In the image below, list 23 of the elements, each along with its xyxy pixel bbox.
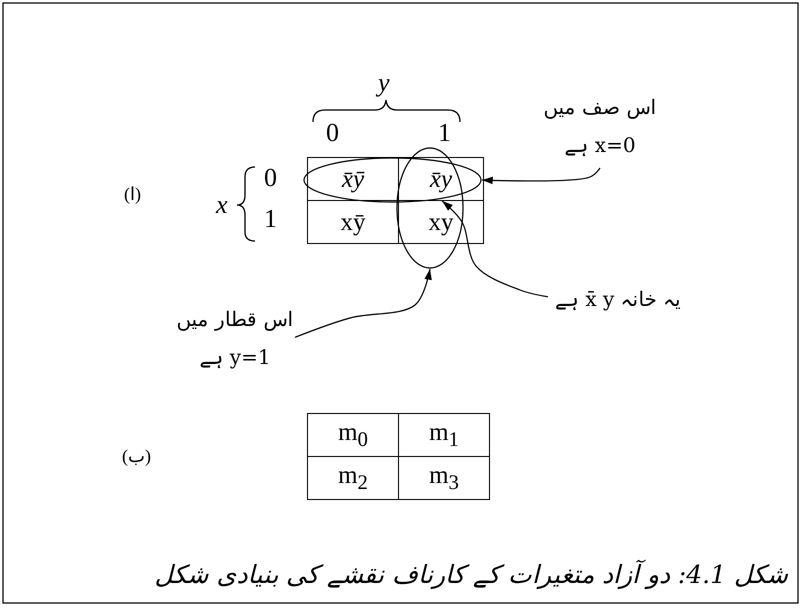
part-label: (ا) bbox=[124, 185, 141, 203]
part-label: (ب) bbox=[122, 447, 151, 465]
axis-value: 0 bbox=[264, 165, 277, 191]
leader-arrow bbox=[482, 168, 600, 184]
axis-value: 1 bbox=[264, 206, 277, 232]
table-cell: xy bbox=[398, 200, 484, 244]
leader-arrow bbox=[294, 268, 432, 338]
table-cell: m$_{0}$ bbox=[307, 413, 399, 457]
callout-text: اس صف میں x=0 ہے bbox=[542, 94, 658, 159]
leader-arrow bbox=[442, 200, 548, 298]
callout-text: یہ خانہ x̄ y ہے bbox=[554, 286, 682, 313]
table-cell: m$_{2}$ bbox=[307, 456, 399, 500]
variable-label: y bbox=[378, 70, 390, 96]
table-cell: xȳ bbox=[307, 200, 399, 244]
axis-value: 0 bbox=[326, 120, 339, 146]
callout-text: اس قطار میں y=1 ہے bbox=[176, 306, 294, 371]
table-cell: m$_{3}$ bbox=[398, 456, 490, 500]
figure-caption: شکل 4.1: دو آزاد متغیرات کے کارناف نقشے کی بنیادی شکل bbox=[154, 560, 788, 589]
table-cell: m$_{1}$ bbox=[398, 413, 490, 457]
highlight-ellipse bbox=[303, 157, 482, 203]
axis-value: 1 bbox=[438, 120, 451, 146]
highlight-ellipse bbox=[396, 147, 464, 269]
variable-label: x bbox=[216, 192, 228, 218]
